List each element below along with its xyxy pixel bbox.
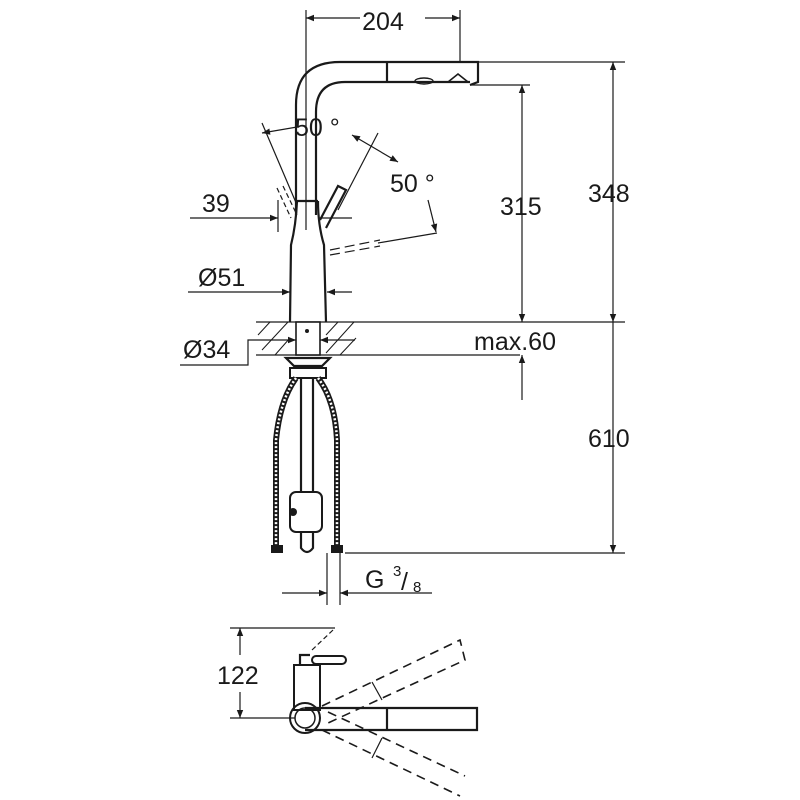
supply-hoses <box>271 376 343 554</box>
dim-total-height: 348 <box>588 180 630 208</box>
dim-hose-length: 610 <box>588 425 630 453</box>
dim-lever-angle-right: 50 ° <box>390 170 435 198</box>
dim-lever-offset: 39 <box>202 190 230 218</box>
dim-spout-reach: 204 <box>362 8 404 36</box>
dim-thread-numerator: 3 <box>393 563 401 580</box>
dim-thread-slash: / <box>401 568 408 596</box>
dimension-lines <box>180 10 625 605</box>
dim-thread-denominator: 8 <box>413 579 421 596</box>
dim-connection-thread: G <box>365 566 384 594</box>
faucet-side-view <box>261 10 480 323</box>
countertop-section <box>256 321 625 379</box>
faucet-plan-view <box>230 627 479 797</box>
dim-body-diameter: Ø51 <box>198 264 245 292</box>
dim-shank-diameter: Ø34 <box>183 336 230 364</box>
dim-spout-height: 315 <box>500 193 542 221</box>
dim-plan-depth: 122 <box>217 662 259 690</box>
dimension-labels: 204 50 ° 50 ° 39 Ø51 Ø34 315 348 max.60 … <box>183 8 630 690</box>
dim-lever-angle-left: 50 ° <box>295 114 340 142</box>
dim-counter-thickness: max.60 <box>474 328 556 356</box>
